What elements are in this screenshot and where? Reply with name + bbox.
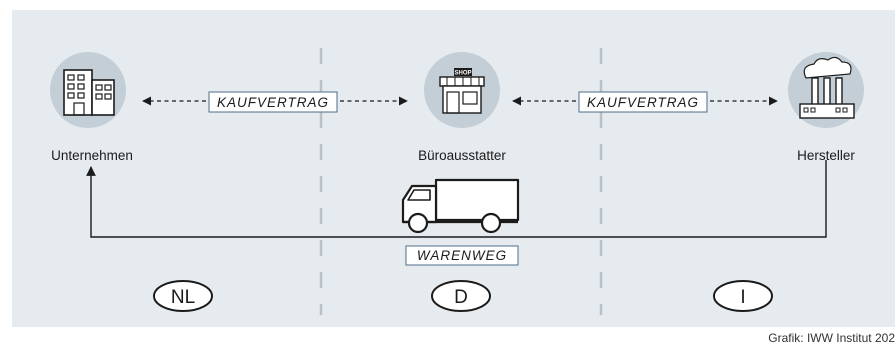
country-badge-nl: NL bbox=[153, 280, 213, 312]
svg-text:D: D bbox=[454, 287, 468, 308]
country-badge-d: D bbox=[431, 280, 491, 312]
entity-label-hersteller: Hersteller bbox=[797, 148, 855, 163]
country-badge-i: I bbox=[713, 280, 773, 312]
shop-icon: SHOP bbox=[424, 52, 500, 128]
graphic-credit: Grafik: IWW Institut 202 bbox=[768, 331, 895, 345]
contract-box-2 bbox=[578, 91, 708, 113]
office-building-icon bbox=[50, 52, 126, 128]
flow-box bbox=[405, 245, 519, 266]
truck-icon bbox=[401, 178, 520, 234]
svg-text:SHOP: SHOP bbox=[454, 71, 471, 77]
entity-label-bueroausstatter: Büroausstatter bbox=[418, 148, 506, 163]
svg-text:NL: NL bbox=[171, 287, 195, 308]
flow-label: WARENWEG bbox=[417, 248, 507, 263]
contract-label-1: KAUFVERTRAG bbox=[217, 95, 329, 110]
factory-icon bbox=[788, 52, 864, 128]
svg-text:I: I bbox=[740, 287, 745, 308]
contract-box-1 bbox=[208, 91, 338, 113]
entity-label-unternehmen: Unternehmen bbox=[51, 148, 133, 163]
goods-flow-line bbox=[86, 160, 827, 238]
contract-label-2: KAUFVERTRAG bbox=[587, 95, 699, 110]
